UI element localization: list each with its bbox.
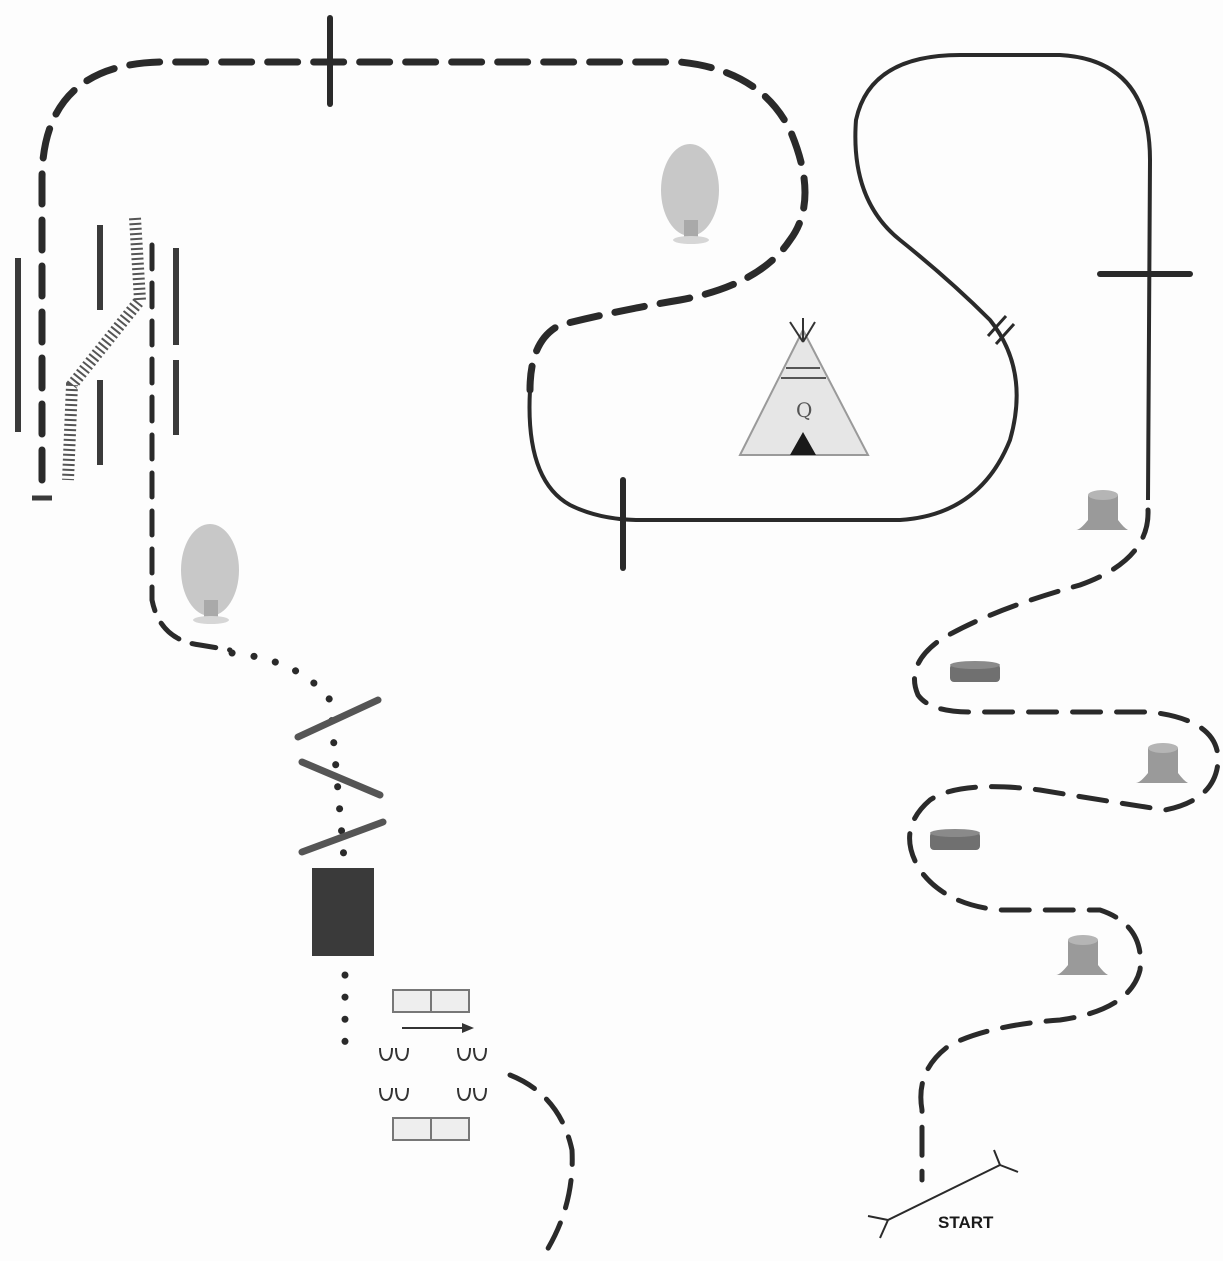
start-label: START <box>938 1213 994 1232</box>
log-icon <box>950 661 1000 682</box>
box-obstacle <box>312 868 374 956</box>
tipi-letter: Q <box>796 398 812 422</box>
hay-bale-icon <box>393 990 469 1012</box>
hay-bale-icon <box>393 1118 469 1140</box>
log-icon <box>930 829 980 850</box>
